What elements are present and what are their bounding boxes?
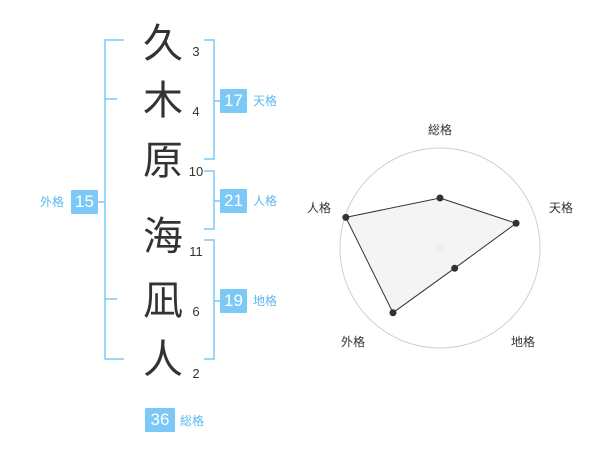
- stroke-count-3: 10: [188, 164, 204, 179]
- stroke-count-2: 4: [192, 104, 200, 119]
- stroke-count-5: 6: [192, 304, 200, 319]
- tenkaku-value: 17: [220, 89, 247, 113]
- soukaku-value: 36: [145, 408, 175, 432]
- radar-point-1: [436, 194, 444, 202]
- radar-axis-label-soukaku: 総格: [428, 123, 453, 137]
- stroke-count-4: 11: [189, 244, 203, 259]
- name-char-5: 凪: [143, 278, 183, 324]
- name-char-4: 海: [143, 214, 183, 260]
- name-char-6: 人: [143, 337, 183, 383]
- gaikaku-label: 外格: [40, 195, 65, 209]
- radar-point-2: [512, 219, 520, 227]
- radar-axis-label-chikaku: 地格: [511, 335, 536, 349]
- name-char-2: 木: [143, 78, 183, 124]
- radar-axis-label-gaikaku: 外格: [341, 335, 366, 349]
- soukaku-label: 総格: [180, 414, 205, 428]
- chikaku-label: 地格: [253, 294, 278, 308]
- jinkaku-bracket: [204, 170, 215, 230]
- name-char-1: 久: [143, 21, 183, 67]
- name-char-3: 原: [143, 138, 183, 184]
- chikaku-value: 19: [220, 289, 247, 313]
- radar-point-4: [389, 309, 397, 317]
- tenkaku-label: 天格: [253, 94, 278, 108]
- chikaku-bracket: [204, 239, 215, 360]
- radar-area: [345, 197, 518, 314]
- jinkaku-value: 21: [220, 189, 247, 213]
- radar-point-5: [342, 213, 350, 221]
- radar-points: [342, 194, 520, 317]
- radar-axis-label-jinkaku: 人格: [307, 201, 332, 215]
- tenkaku-bracket: [204, 39, 215, 160]
- gaikaku-bracket: [104, 39, 124, 360]
- stroke-count-1: 3: [192, 44, 200, 59]
- stroke-count-6: 2: [192, 366, 200, 381]
- jinkaku-label: 人格: [253, 194, 278, 208]
- gaikaku-value: 15: [71, 190, 98, 214]
- radar-point-3: [451, 264, 459, 272]
- radar-axis-label-tenkaku: 天格: [549, 201, 574, 215]
